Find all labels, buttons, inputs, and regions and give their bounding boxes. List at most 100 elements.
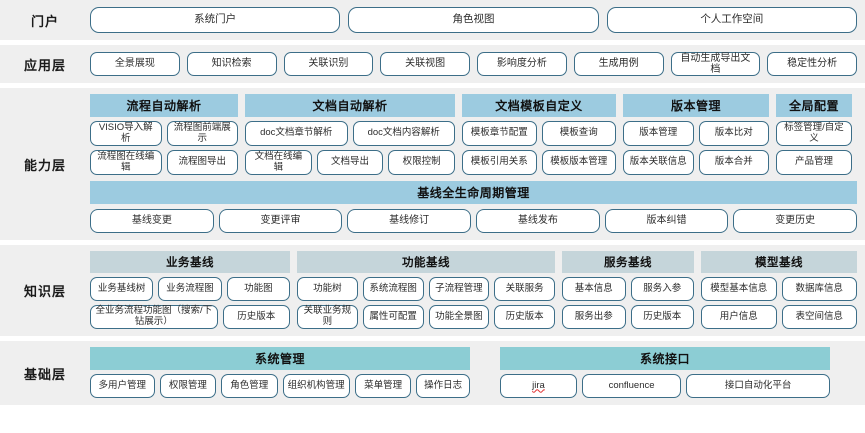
application-item-2[interactable]: 关联识别 (283, 52, 374, 76)
capability-item-4-1-0[interactable]: 产品管理 (776, 150, 852, 175)
knowledge-group-2-line-0: 基本信息服务入参 (562, 277, 694, 301)
base-item-1-1[interactable]: confluence (581, 374, 682, 398)
knowledge-item-3-0-1[interactable]: 数据库信息 (781, 277, 857, 301)
capability-group-3-line-0: 版本管理版本比对 (623, 121, 769, 146)
base-body: 系统管理多用户管理权限管理角色管理组织机构管理菜单管理操作日志 系统接口 jira c… (90, 341, 865, 405)
application-item-7[interactable]: 稳定性分析 (767, 52, 857, 76)
knowledge-body: 业务基线业务基线树业务流程图功能图全业务流程功能图（搜索/下 钻展示）历史版本功… (90, 245, 865, 336)
knowledge-group-1-line-0: 功能树系统流程图子流程管理关联服务 (297, 277, 555, 301)
knowledge-group-1: 功能基线功能树系统流程图子流程管理关联服务关联业务规则属性可配置功能全景图历史版… (297, 251, 555, 329)
knowledge-item-2-0-1[interactable]: 服务入参 (630, 277, 694, 301)
capability-group-1-line-1: 文档在线编辑文档导出权限控制 (245, 150, 456, 175)
knowledge-item-1-1-2[interactable]: 功能全景图 (428, 305, 490, 329)
capability-baseline: 基线全生命周期管理基线变更变更评审基线修订基线发布版本纠错变更历史 (90, 181, 858, 233)
knowledge-item-1-1-3[interactable]: 历史版本 (494, 305, 555, 329)
capability-item-2-0-1[interactable]: 模板查询 (541, 121, 616, 146)
baseline-item-3[interactable]: 基线发布 (476, 209, 600, 233)
capability-group-title-4: 全局配置 (776, 94, 852, 117)
knowledge-group-0: 业务基线业务基线树业务流程图功能图全业务流程功能图（搜索/下 钻展示）历史版本 (90, 251, 290, 329)
baseline-item-2[interactable]: 基线修订 (347, 209, 472, 233)
application-item-3[interactable]: 关联视图 (380, 52, 470, 76)
spellcheck-text: jira (532, 379, 545, 391)
capability-item-2-0-0[interactable]: 模板章节配置 (462, 121, 537, 146)
knowledge-groups: 业务基线业务基线树业务流程图功能图全业务流程功能图（搜索/下 钻展示）历史版本功… (90, 251, 857, 329)
application-item-0[interactable]: 全景展现 (90, 52, 180, 76)
capability-item-2-1-1[interactable]: 模板版本管理 (541, 150, 616, 175)
base-item-0-0[interactable]: 多用户管理 (90, 374, 155, 398)
knowledge-item-3-0-0[interactable]: 模型基本信息 (701, 277, 777, 301)
knowledge-item-1-0-2[interactable]: 子流程管理 (428, 277, 490, 301)
capability-group-2-line-0: 模板章节配置模板查询 (462, 121, 616, 146)
baseline-item-5[interactable]: 变更历史 (733, 209, 858, 233)
knowledge-item-0-0-0[interactable]: 业务基线树 (90, 277, 154, 301)
knowledge-group-3-line-1: 用户信息表空间信息 (701, 305, 857, 329)
capability-item-0-0-0[interactable]: VISIO导入解析 (90, 121, 162, 146)
knowledge-item-0-1-1[interactable]: 历史版本 (222, 305, 290, 329)
application-item-6[interactable]: 自动生成导出文档 (670, 52, 761, 76)
base-item-0-3[interactable]: 组织机构管理 (282, 374, 350, 398)
base-group-title-1: 系统接口 (500, 347, 830, 370)
knowledge-item-1-0-3[interactable]: 关联服务 (494, 277, 555, 301)
knowledge-item-3-1-0[interactable]: 用户信息 (701, 305, 777, 329)
capability-group-title-0: 流程自动解析 (90, 94, 238, 117)
layer-label-portal: 门户 (30, 13, 59, 29)
base-item-0-2[interactable]: 角色管理 (221, 374, 278, 398)
capability-item-3-1-0[interactable]: 版本关联信息 (623, 150, 694, 175)
portal-item-1[interactable]: 角色视图 (348, 7, 599, 33)
knowledge-group-title-0: 业务基线 (90, 251, 290, 273)
base-group-0: 系统管理多用户管理权限管理角色管理组织机构管理菜单管理操作日志 (90, 347, 470, 398)
baseline-item-1[interactable]: 变更评审 (218, 209, 343, 233)
capability-item-0-1-0[interactable]: 流程图在线编辑 (90, 150, 162, 175)
knowledge-item-0-0-1[interactable]: 业务流程图 (158, 277, 222, 301)
portal-item-0[interactable]: 系统门户 (90, 7, 341, 33)
capability-item-1-1-1[interactable]: 文档导出 (316, 150, 384, 175)
layer-row-portal: 门户 系统门户角色视图个人工作空间 (0, 0, 865, 40)
knowledge-item-1-1-0[interactable]: 关联业务规则 (297, 305, 358, 329)
layer-label-base: 基础层 (23, 366, 66, 382)
layer-row-base: 基础层 系统管理多用户管理权限管理角色管理组织机构管理菜单管理操作日志 系统接口 j… (0, 341, 865, 405)
capability-group-0: 流程自动解析 VISIO导入解析流程图前端展 示流程图在线编辑流程图导出 (90, 94, 238, 175)
capability-item-3-1-1[interactable]: 版本合并 (698, 150, 769, 175)
capability-group-2: 文档模板自定义模板章节配置模板查询模板引用关系模板版本管理 (462, 94, 616, 175)
base-item-0-5[interactable]: 操作日志 (416, 374, 470, 398)
application-item-1[interactable]: 知识检索 (186, 52, 277, 76)
capability-item-1-0-1[interactable]: doc文档内容解析 (352, 121, 455, 146)
capability-item-0-0-1[interactable]: 流程图前端展 示 (166, 121, 238, 146)
baseline-title: 基线全生命周期管理 (90, 181, 857, 204)
base-groups: 系统管理多用户管理权限管理角色管理组织机构管理菜单管理操作日志 系统接口 jira c… (90, 347, 857, 398)
capability-item-2-1-0[interactable]: 模板引用关系 (462, 150, 537, 175)
base-group-0-items: 多用户管理权限管理角色管理组织机构管理菜单管理操作日志 (90, 374, 470, 398)
knowledge-item-2-0-0[interactable]: 基本信息 (562, 277, 626, 301)
knowledge-item-2-1-1[interactable]: 历史版本 (630, 305, 694, 329)
knowledge-item-0-0-2[interactable]: 功能图 (226, 277, 290, 301)
knowledge-item-3-1-1[interactable]: 表空间信息 (781, 305, 857, 329)
capability-item-0-1-1[interactable]: 流程图导出 (166, 150, 238, 175)
base-item-0-1[interactable]: 权限管理 (159, 374, 217, 398)
base-item-1-2[interactable]: 接口自动化平台 (686, 374, 830, 398)
portal-item-2[interactable]: 个人工作空间 (606, 7, 857, 33)
capability-item-3-0-0[interactable]: 版本管理 (623, 121, 694, 146)
application-item-4[interactable]: 影响度分析 (477, 52, 567, 76)
base-group-title-0: 系统管理 (90, 347, 470, 370)
knowledge-item-1-1-1[interactable]: 属性可配置 (362, 305, 424, 329)
capability-item-3-0-1[interactable]: 版本比对 (698, 121, 769, 146)
knowledge-item-0-1-0[interactable]: 全业务流程功能图（搜索/下 钻展示） (90, 305, 218, 329)
layer-label-knowledge: 知识层 (23, 284, 66, 299)
capability-item-4-0-0[interactable]: 标签管理/自定 义 (776, 121, 852, 146)
base-item-0-4[interactable]: 菜单管理 (354, 374, 412, 398)
capability-item-1-1-0[interactable]: 文档在线编辑 (245, 150, 312, 175)
base-item-1-0[interactable]: jira (500, 374, 577, 398)
application-items: 全景展现知识检索关联识别关联视图影响度分析生成用例自动生成导出文档稳定性分析 (90, 45, 865, 83)
knowledge-item-2-1-0[interactable]: 服务出参 (562, 305, 626, 329)
capability-item-1-1-2[interactable]: 权限控制 (388, 150, 456, 175)
knowledge-item-1-0-0[interactable]: 功能树 (297, 277, 358, 301)
baseline-item-4[interactable]: 版本纠错 (604, 209, 729, 233)
capability-group-4: 全局配置标签管理/自定 义产品管理 (776, 94, 852, 175)
application-item-5[interactable]: 生成用例 (573, 52, 664, 76)
capability-item-1-0-0[interactable]: doc文档章节解析 (245, 121, 348, 146)
baseline-item-0[interactable]: 基线变更 (90, 209, 214, 233)
knowledge-item-1-0-1[interactable]: 系统流程图 (362, 277, 424, 301)
